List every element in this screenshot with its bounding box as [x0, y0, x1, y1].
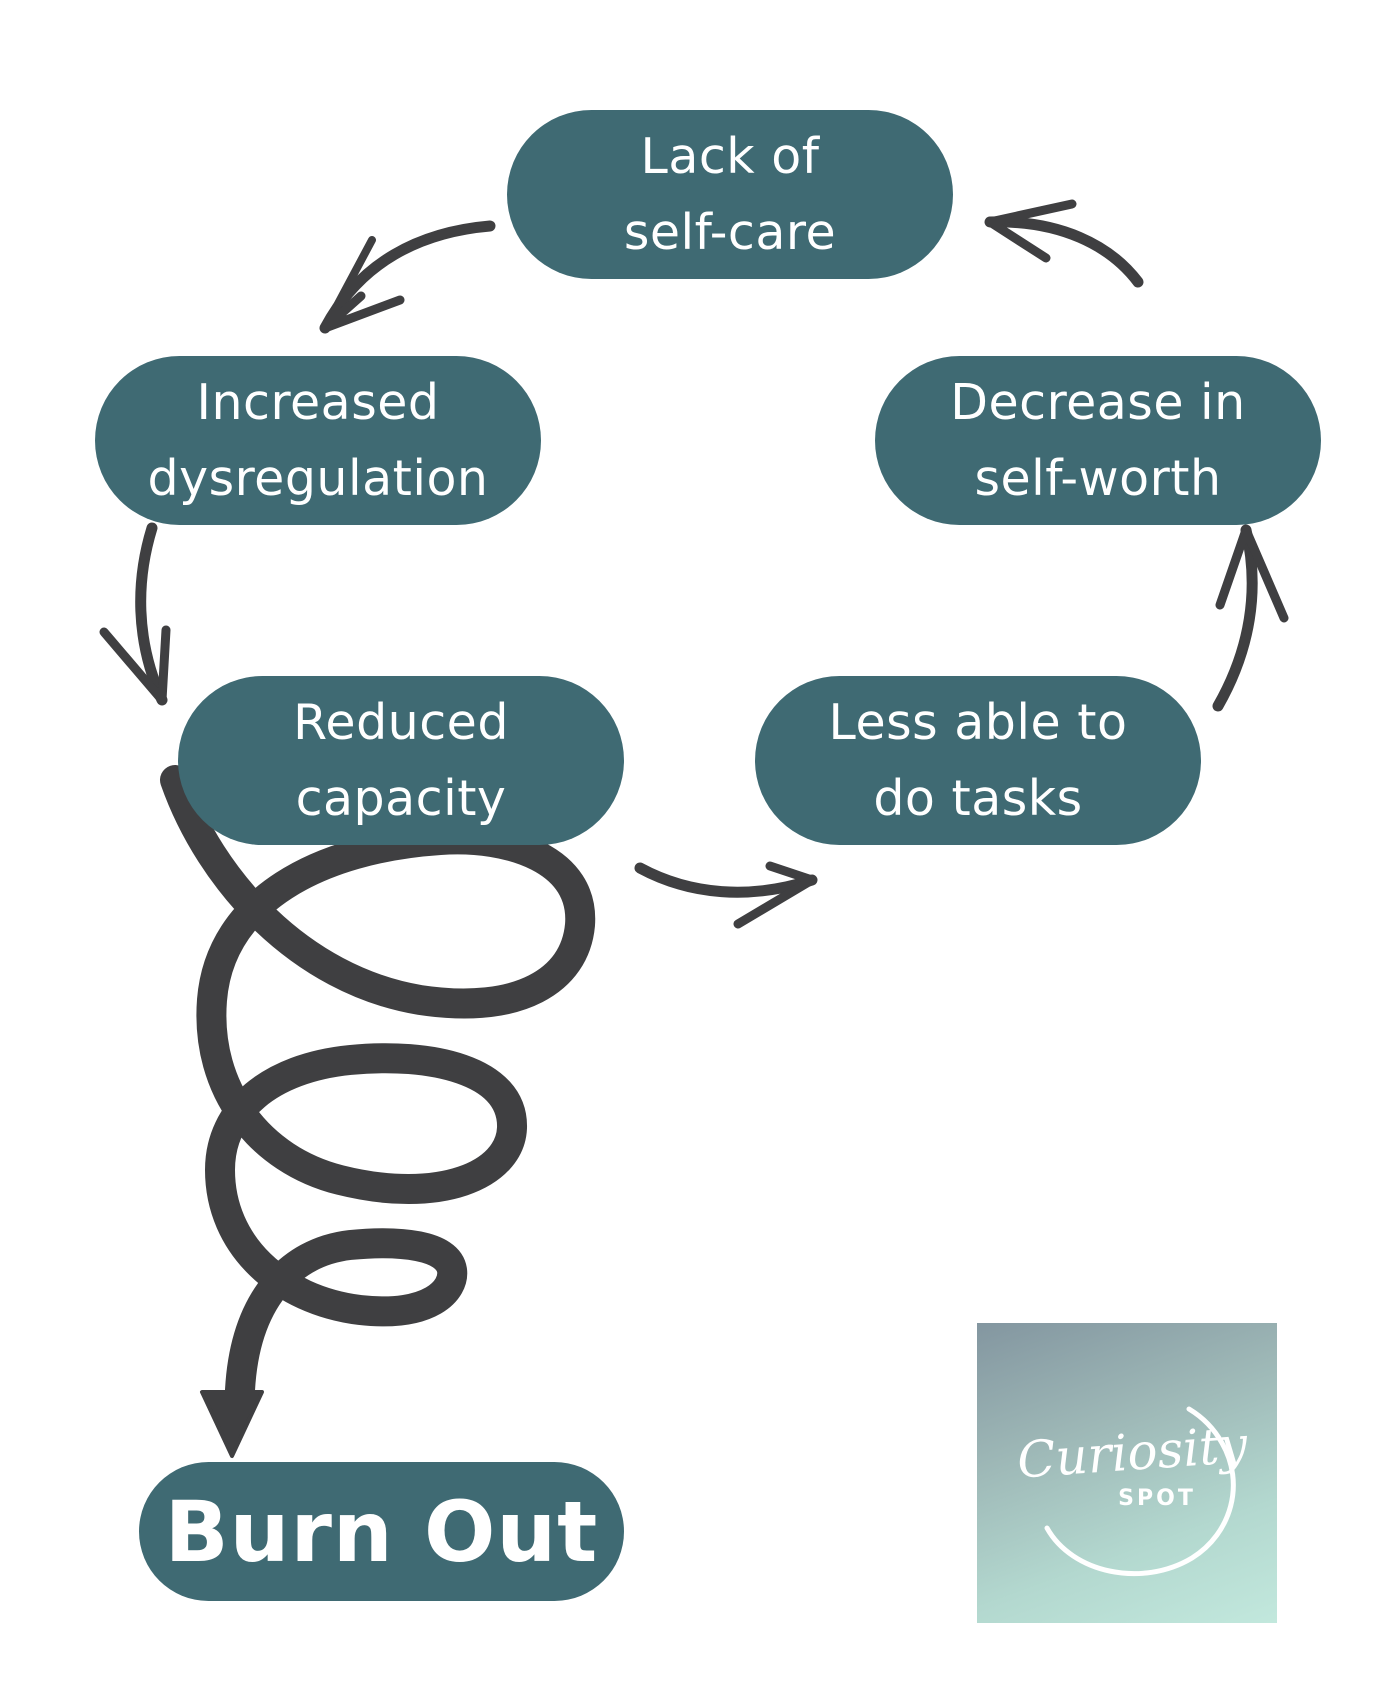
arrow-decrease-to-lack — [984, 199, 1144, 288]
node-burn-out-label: Burn Out — [164, 1482, 599, 1581]
node-reduced-capacity-line1: Reduced — [293, 693, 509, 751]
spiral-arrowhead — [200, 1390, 264, 1458]
arrow-lack-to-increased — [319, 220, 496, 334]
arrow-increased-to-reduced — [99, 522, 171, 706]
node-increased-dysregulation-line1: Increased — [196, 373, 440, 431]
node-reduced-capacity: Reduced capacity — [178, 676, 624, 845]
node-decrease-in-self-worth-line2: self-worth — [974, 449, 1222, 507]
node-less-able-to-do-tasks: Less able to do tasks — [755, 676, 1201, 845]
node-less-able-to-do-tasks-line1: Less able to — [828, 693, 1128, 751]
node-decrease-in-self-worth: Decrease in self-worth — [875, 356, 1321, 525]
node-reduced-capacity-line2: capacity — [295, 769, 507, 827]
node-lack-of-self-care-line1: Lack of — [640, 127, 820, 185]
node-increased-dysregulation-line2: dysregulation — [147, 449, 489, 507]
logo-ring-icon — [1044, 1406, 1236, 1577]
arrow-less-to-decrease — [1212, 524, 1289, 712]
node-burn-out: Burn Out — [139, 1462, 624, 1601]
node-less-able-to-do-tasks-line2: do tasks — [873, 769, 1083, 827]
node-lack-of-self-care: Lack of self-care — [507, 110, 953, 279]
node-decrease-in-self-worth-line1: Decrease in — [950, 373, 1246, 431]
node-increased-dysregulation: Increased dysregulation — [95, 356, 541, 525]
spiral-to-burnout — [160, 765, 596, 1405]
curiosity-spot-logo: Curiosity SPOT — [977, 1323, 1277, 1623]
logo-sub-text: SPOT — [1118, 1486, 1196, 1511]
arrow-reduced-to-less — [634, 861, 818, 929]
node-lack-of-self-care-line2: self-care — [623, 203, 837, 261]
